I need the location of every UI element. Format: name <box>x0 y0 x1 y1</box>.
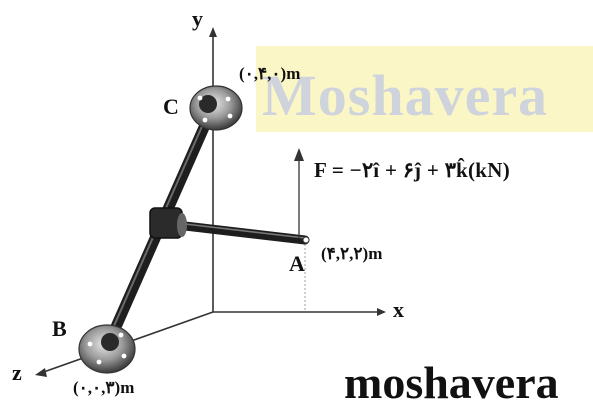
flange-b <box>78 324 136 374</box>
y-axis-label: y <box>192 6 203 31</box>
rod-to-a-highlight <box>167 221 306 239</box>
point-b-coord: (۰,۰,۳)m <box>73 378 135 397</box>
z-axis-label: z <box>12 360 22 385</box>
flange-c <box>189 85 243 131</box>
watermark-top: Moshavera <box>262 63 549 128</box>
tee-joint-collar <box>177 213 187 237</box>
point-c-label: C <box>163 94 179 119</box>
y-axis-arrowhead <box>209 27 217 37</box>
point-b-label: B <box>52 316 67 341</box>
point-a-marker <box>302 236 310 244</box>
watermark-banner <box>256 46 593 132</box>
force-equation: F = −۲î + ۶ĵ + ۳k̂(kN) <box>314 158 510 182</box>
x-axis-arrowhead <box>377 308 386 316</box>
point-a-label: A <box>289 251 305 276</box>
rod-to-a <box>163 219 310 245</box>
point-c-coord: (۰,۴,۰)m <box>239 64 301 83</box>
point-a-coord: (۴,۲,۲)m <box>321 244 383 263</box>
z-axis-arrowhead <box>35 368 47 377</box>
watermark-bottom: moshavera <box>344 357 559 408</box>
x-axis-label: x <box>393 297 404 322</box>
force-arrow <box>294 148 304 238</box>
